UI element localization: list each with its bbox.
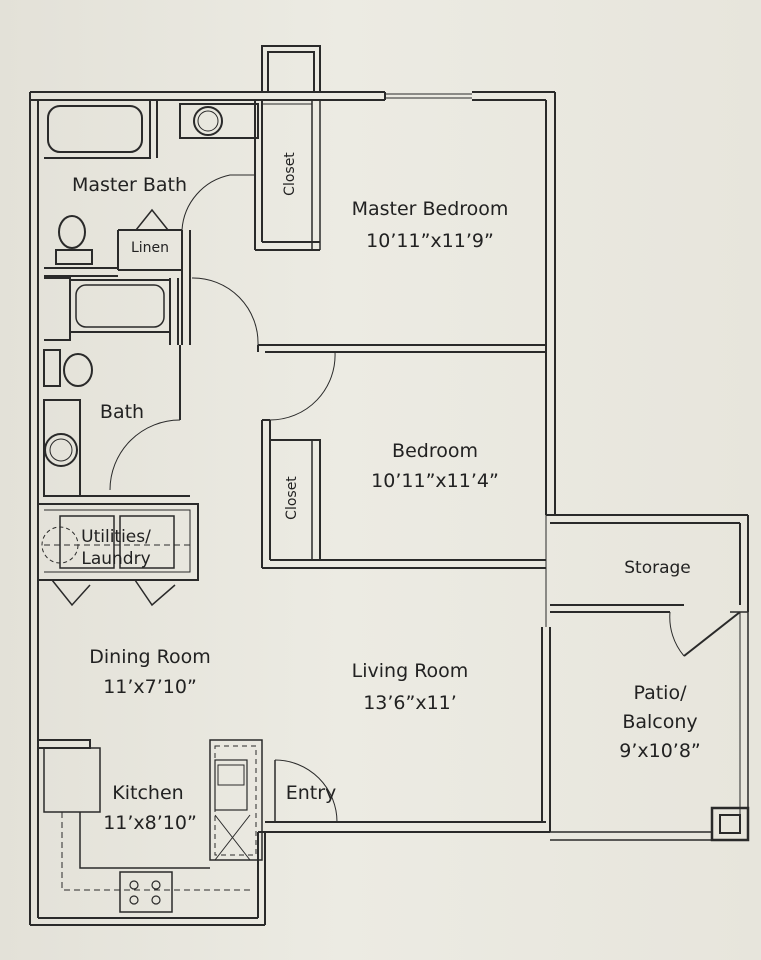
label-storage: Storage (624, 558, 691, 578)
label-dining-room-size: 11’x7’10” (103, 676, 197, 698)
label-kitchen-size: 11’x8’10” (103, 812, 197, 834)
label-bath: Bath (99, 401, 145, 423)
label-linen: Linen (130, 240, 170, 256)
laundry-fixtures (38, 503, 199, 607)
label-patio: Patio/ (633, 682, 687, 704)
label-living-room-size: 13’6”x11’ (363, 692, 457, 714)
master-closet-walls (254, 100, 321, 251)
entry-door (274, 759, 338, 823)
label-master-bedroom: Master Bedroom (351, 198, 509, 220)
label-balcony: Balcony (622, 711, 698, 733)
bath-fixtures (43, 230, 259, 505)
label-laundry: Laundry (81, 549, 151, 569)
label-dining-room: Dining Room (89, 646, 211, 668)
label-master-bedroom-size: 10’11”x11’9” (366, 230, 494, 252)
label-utilities: Utilities/ (81, 527, 151, 547)
label-entry: Entry (285, 782, 337, 804)
master-bath-fixtures (44, 99, 259, 345)
patio-walls (546, 514, 750, 842)
label-patio-size: 9’x10’8” (619, 740, 701, 762)
label-closet-bedroom: Closet (284, 476, 300, 520)
label-master-bath: Master Bath (71, 174, 188, 196)
exterior-walls (29, 45, 556, 926)
label-bedroom-size: 10’11”x11’4” (371, 470, 499, 492)
interior-walls (257, 100, 547, 627)
label-kitchen: Kitchen (112, 782, 184, 804)
label-closet-master: Closet (282, 152, 298, 196)
label-bedroom: Bedroom (392, 440, 478, 462)
label-living-room: Living Room (351, 660, 469, 682)
kitchen-fixtures (38, 739, 263, 913)
